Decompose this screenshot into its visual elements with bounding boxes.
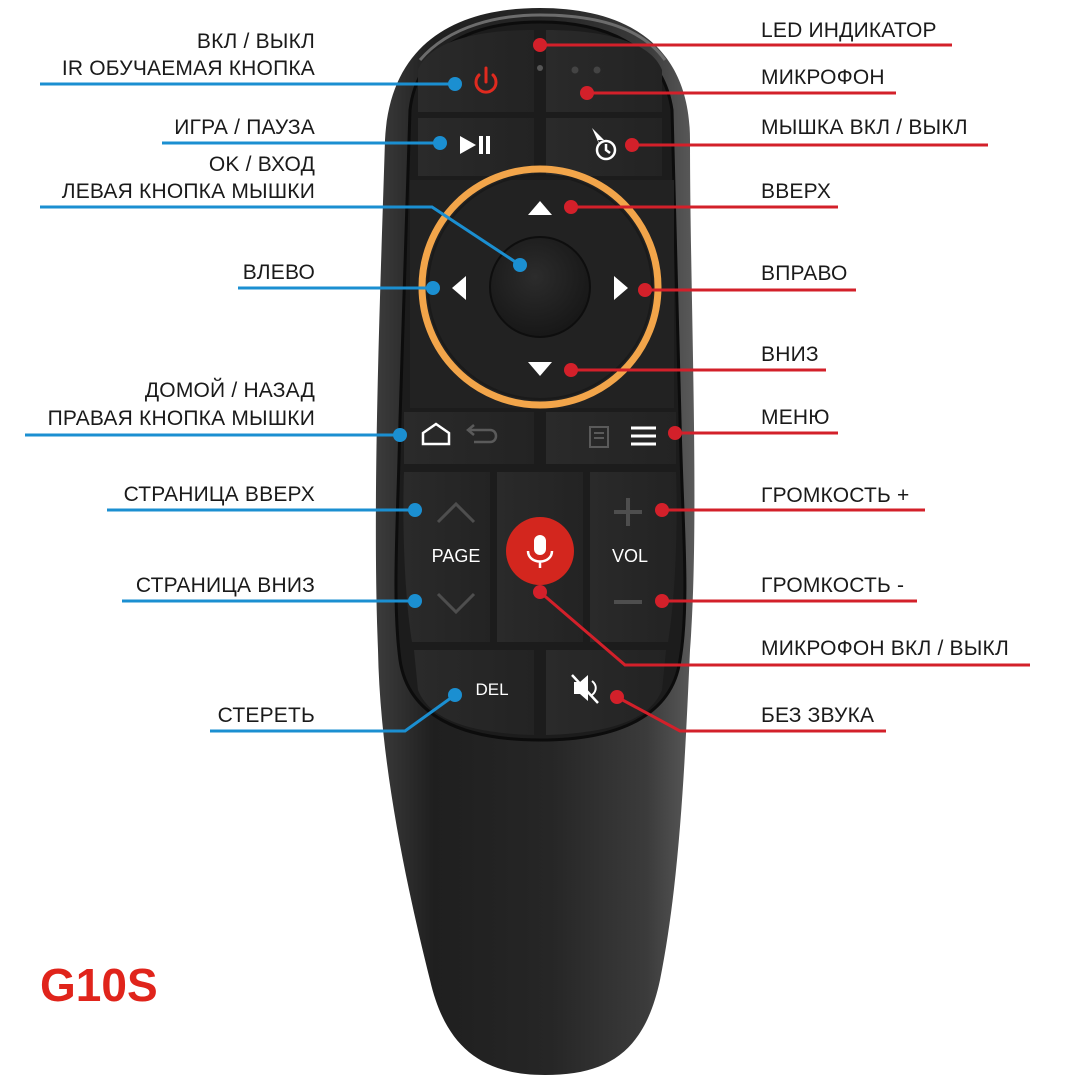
vol-key-label: VOL (612, 546, 648, 566)
microphone-icon (526, 535, 554, 568)
label-vol-down: ГРОМКОСТЬ - (761, 574, 905, 597)
label-right: ВПРАВО (761, 262, 848, 285)
plus-icon[interactable] (614, 498, 642, 526)
app-icon[interactable] (589, 426, 609, 448)
label-home-back: ДОМОЙ / НАЗАД (144, 379, 315, 402)
label-down: ВНИЗ (761, 343, 819, 366)
right-arrow-icon[interactable] (614, 276, 628, 300)
right-leader-lines (539, 43, 1030, 733)
page-up-icon[interactable] (436, 501, 476, 524)
label-left: ВЛЕВО (242, 261, 315, 284)
label-vol-up: ГРОМКОСТЬ + (761, 484, 910, 507)
left-leader-lines (25, 82, 521, 733)
label-right-click: ПРАВАЯ КНОПКА МЫШКИ (47, 407, 315, 430)
right-leader-dots (533, 38, 682, 704)
home-icon[interactable] (421, 422, 451, 446)
label-mouse-toggle: МЫШКА ВКЛ / ВЫКЛ (761, 116, 968, 139)
label-page-up: СТРАНИЦА ВВЕРХ (123, 483, 315, 506)
back-icon[interactable] (466, 424, 498, 444)
label-mute: БЕЗ ЗВУКА (761, 704, 875, 727)
page-key-label: PAGE (432, 546, 481, 566)
left-leader-dots (393, 77, 527, 702)
page-down-icon[interactable] (436, 592, 476, 615)
down-arrow-icon[interactable] (528, 362, 552, 376)
play-pause-icon[interactable] (460, 136, 490, 154)
power-icon[interactable] (474, 66, 498, 94)
label-mic-toggle: МИКРОФОН ВКЛ / ВЫКЛ (761, 637, 1009, 660)
label-led: LED ИНДИКАТОР (761, 19, 937, 42)
label-menu: МЕНЮ (761, 406, 830, 429)
label-microphone: МИКРОФОН (761, 66, 885, 89)
del-key-label[interactable]: DEL (475, 680, 508, 699)
label-page-down: СТРАНИЦА ВНИЗ (135, 574, 315, 597)
label-ir-learn: IR ОБУЧАЕМАЯ КНОПКА (61, 57, 315, 80)
mute-icon[interactable] (571, 674, 599, 704)
label-left-click: ЛЕВАЯ КНОПКА МЫШКИ (61, 180, 315, 203)
ok-button[interactable] (489, 236, 591, 338)
label-play-pause: ИГРА / ПАУЗА (174, 116, 315, 139)
left-arrow-icon[interactable] (452, 276, 466, 300)
up-arrow-icon[interactable] (528, 201, 552, 215)
model-title: G10S (40, 959, 158, 1011)
mouse-toggle-icon[interactable] (592, 128, 617, 161)
menu-icon[interactable] (631, 426, 656, 446)
label-up: ВВЕРХ (761, 180, 832, 203)
label-ok: OK / ВХОД (208, 153, 315, 176)
label-power: ВКЛ / ВЫКЛ (196, 30, 315, 53)
label-delete: СТЕРЕТЬ (217, 704, 315, 727)
